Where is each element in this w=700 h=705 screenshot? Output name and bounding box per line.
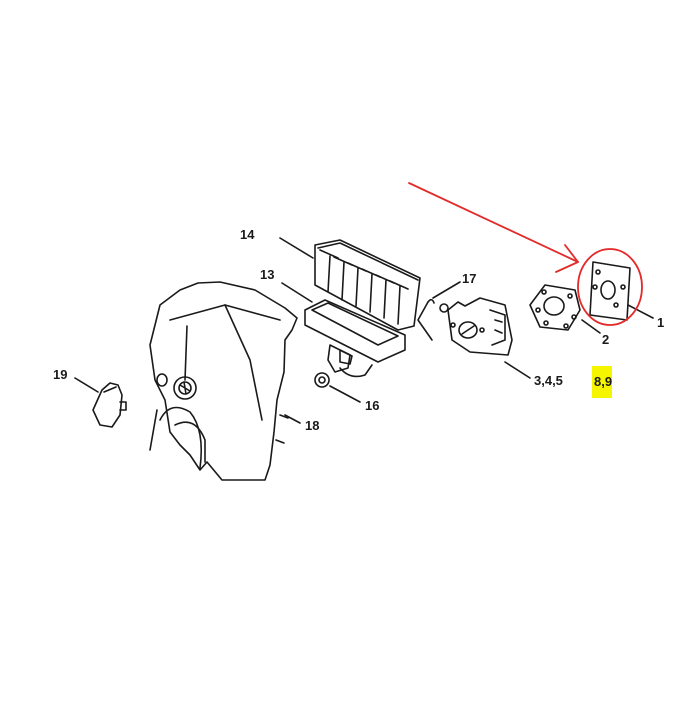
callout-1: 1: [657, 315, 665, 330]
callout-14: 14: [240, 227, 255, 242]
choke-knob-part: [74, 377, 127, 428]
callout-3-4-5: 3,4,5: [534, 373, 563, 388]
gasket-part-circled: [589, 261, 654, 321]
top-cover-part: [149, 281, 301, 481]
callout-13: 13: [260, 267, 275, 282]
grommet-part: [314, 372, 361, 403]
callout-19: 19: [53, 367, 68, 382]
filter-holder-part: [281, 282, 406, 378]
red-highlight-circle: [577, 248, 643, 326]
callout-18: 18: [305, 418, 320, 433]
gasket-part: [529, 284, 601, 334]
callout-8-9: 8,9: [594, 374, 613, 389]
red-annotation: [408, 182, 643, 326]
callout-17: 17: [462, 271, 477, 286]
air-filter-part: [279, 237, 421, 331]
red-arrowhead-icon: [555, 244, 579, 273]
callout-2: 2: [602, 332, 610, 347]
yellow-highlight: [592, 366, 612, 398]
callout-16: 16: [365, 398, 380, 413]
red-arrow-line: [408, 182, 579, 263]
carburetor-part: [439, 297, 531, 379]
choke-rod-part: [417, 281, 461, 341]
